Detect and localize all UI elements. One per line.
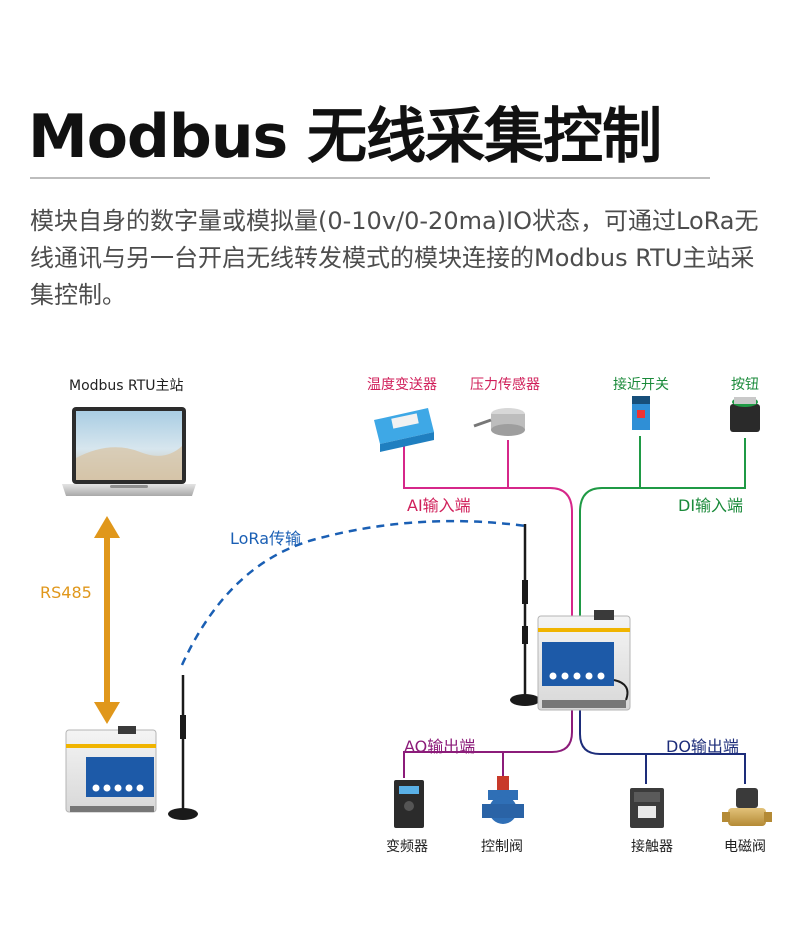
temperature-transmitter-icon [374,408,434,452]
rs485-arrow [94,516,120,724]
laptop-icon [62,407,196,496]
lora-label: LoRa传输 [230,529,301,548]
push-button-icon [730,397,760,432]
control-valve-icon [482,776,524,824]
di-device-label-2: 按钮 [731,377,759,393]
contactor-icon [630,788,664,828]
ai-port-label: AI输入端 [407,496,471,515]
left-antenna-icon [168,675,198,820]
rs485-label: RS485 [40,583,92,602]
ao-line [403,708,573,778]
di-line [579,438,746,622]
right-antenna-icon [510,524,540,706]
pressure-sensor-icon [473,408,525,436]
ai-line [403,446,573,622]
di-port-label: DI输入端 [678,496,744,515]
page-title: Modbus 无线采集控制 [28,102,662,172]
lora-link-line [180,519,527,666]
ao-device-label-1: 变频器 [386,839,428,855]
do-device-label-2: 电磁阀 [724,839,766,855]
ai-device-label-1: 温度变送器 [367,377,437,393]
title-divider [30,177,710,179]
left-module [65,726,157,813]
di-device-label-1: 接近开关 [613,377,669,393]
proximity-switch-icon [632,396,650,430]
ai-device-label-2: 压力传感器 [470,377,540,393]
do-line [579,708,746,784]
ao-device-label-2: 控制阀 [481,839,523,855]
main-module [537,610,631,711]
ao-port-label: AO输出端 [404,737,476,756]
solenoid-valve-icon [722,788,772,826]
master-label: Modbus RTU主站 [69,378,184,394]
do-port-label: DO输出端 [666,737,739,756]
do-device-label-1: 接触器 [631,839,673,855]
description-text: 模块自身的数字量或模拟量(0-10v/0-20ma)IO状态，可通过LoRa无线… [30,207,759,309]
inverter-icon [394,780,424,828]
